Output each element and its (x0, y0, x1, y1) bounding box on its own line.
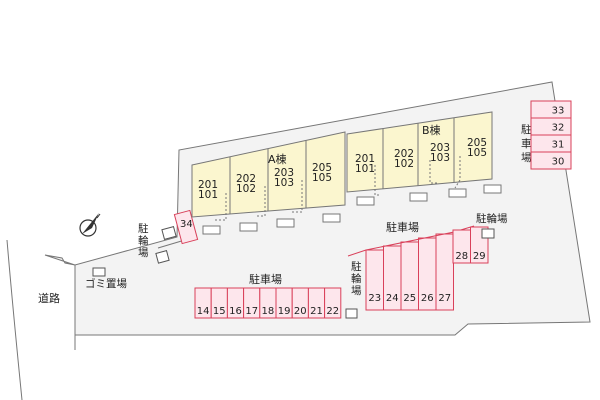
parking-number-27: 27 (438, 293, 451, 304)
parking-number-19: 19 (278, 306, 291, 317)
parking-column-right: 33 32 31 30 (530, 100, 572, 170)
parking-number-20: 20 (294, 306, 307, 317)
parking-number-29: 29 (473, 251, 486, 262)
parking-number-32: 32 (552, 123, 565, 134)
parking-space-34 (173, 209, 199, 245)
parking-number-33: 33 (552, 106, 565, 117)
unit-a-1-upper: 201 (198, 179, 218, 191)
unit-a-2-lower: 102 (236, 183, 256, 195)
parking-row-center-edge (347, 225, 475, 257)
parking-number-28: 28 (455, 251, 468, 262)
unit-a-3-lower: 103 (274, 177, 294, 189)
bicycle-rack-right (481, 228, 495, 239)
unit-b-4-lower: 105 (467, 147, 487, 159)
parking-number-23: 23 (368, 293, 381, 304)
building-b (346, 111, 502, 206)
bicycle-parking-label-center: 駐輪場 (351, 260, 362, 297)
bicycle-rack-center (345, 308, 358, 319)
building-a-name: A棟 (268, 152, 287, 166)
parking-number-15: 15 (213, 306, 226, 317)
unit-b-1-lower: 101 (355, 163, 375, 175)
unit-b-2-upper: 202 (394, 148, 414, 160)
parking-number-25: 25 (403, 293, 416, 304)
parking-label-right: 駐車場 (521, 123, 532, 164)
bicycle-rack-left-upper (161, 226, 177, 240)
unit-a-3-upper: 203 (274, 167, 294, 179)
bicycle-parking-label-right: 駐輪場 (476, 212, 508, 225)
unit-b-3-upper: 203 (430, 142, 450, 154)
parking-label-center: 駐車場 (386, 220, 419, 234)
garbage-station-icon (92, 267, 106, 277)
parking-number-31: 31 (552, 140, 565, 151)
parking-row-center: 23 24 25 26 27 (347, 225, 475, 311)
parking-number-17: 17 (245, 306, 258, 317)
unit-a-4-upper: 205 (312, 162, 332, 174)
parking-space-22 (324, 287, 342, 319)
parking-space-30 (530, 151, 572, 170)
road-edge (6, 239, 23, 400)
parking-number-14: 14 (197, 306, 210, 317)
parking-number-21: 21 (310, 306, 323, 317)
bicycle-parking-label-left: 駐輪場 (138, 222, 149, 259)
building-b-name: B棟 (422, 123, 441, 137)
unit-b-1-upper: 201 (355, 153, 375, 165)
parking-number-22: 22 (326, 306, 339, 317)
parking-number-26: 26 (421, 293, 434, 304)
parking-number-18: 18 (262, 306, 275, 317)
parking-label-left: 駐車場 (249, 272, 282, 286)
unit-b-4-upper: 205 (467, 137, 487, 149)
north-arrow-icon (79, 213, 101, 237)
unit-a-2-upper: 202 (236, 173, 256, 185)
bicycle-rack-left-lower (155, 250, 170, 264)
building-a-units: 201 101 202 102 203 103 205 105 (198, 162, 332, 201)
building-b-units: 201 101 202 102 203 103 205 105 (355, 137, 487, 175)
unit-a-1-lower: 101 (198, 189, 218, 201)
road-label: 道路 (38, 291, 60, 305)
unit-a-4-lower: 105 (312, 172, 332, 184)
building-a (191, 131, 346, 235)
unit-b-3-lower: 103 (430, 152, 450, 164)
garbage-station-label: ゴミ置場 (85, 277, 127, 290)
unit-b-2-lower: 102 (394, 158, 414, 170)
parking-number-24: 24 (386, 293, 399, 304)
parking-number-34: 34 (180, 219, 193, 230)
parking-number-16: 16 (229, 306, 242, 317)
parking-number-30: 30 (552, 157, 565, 168)
